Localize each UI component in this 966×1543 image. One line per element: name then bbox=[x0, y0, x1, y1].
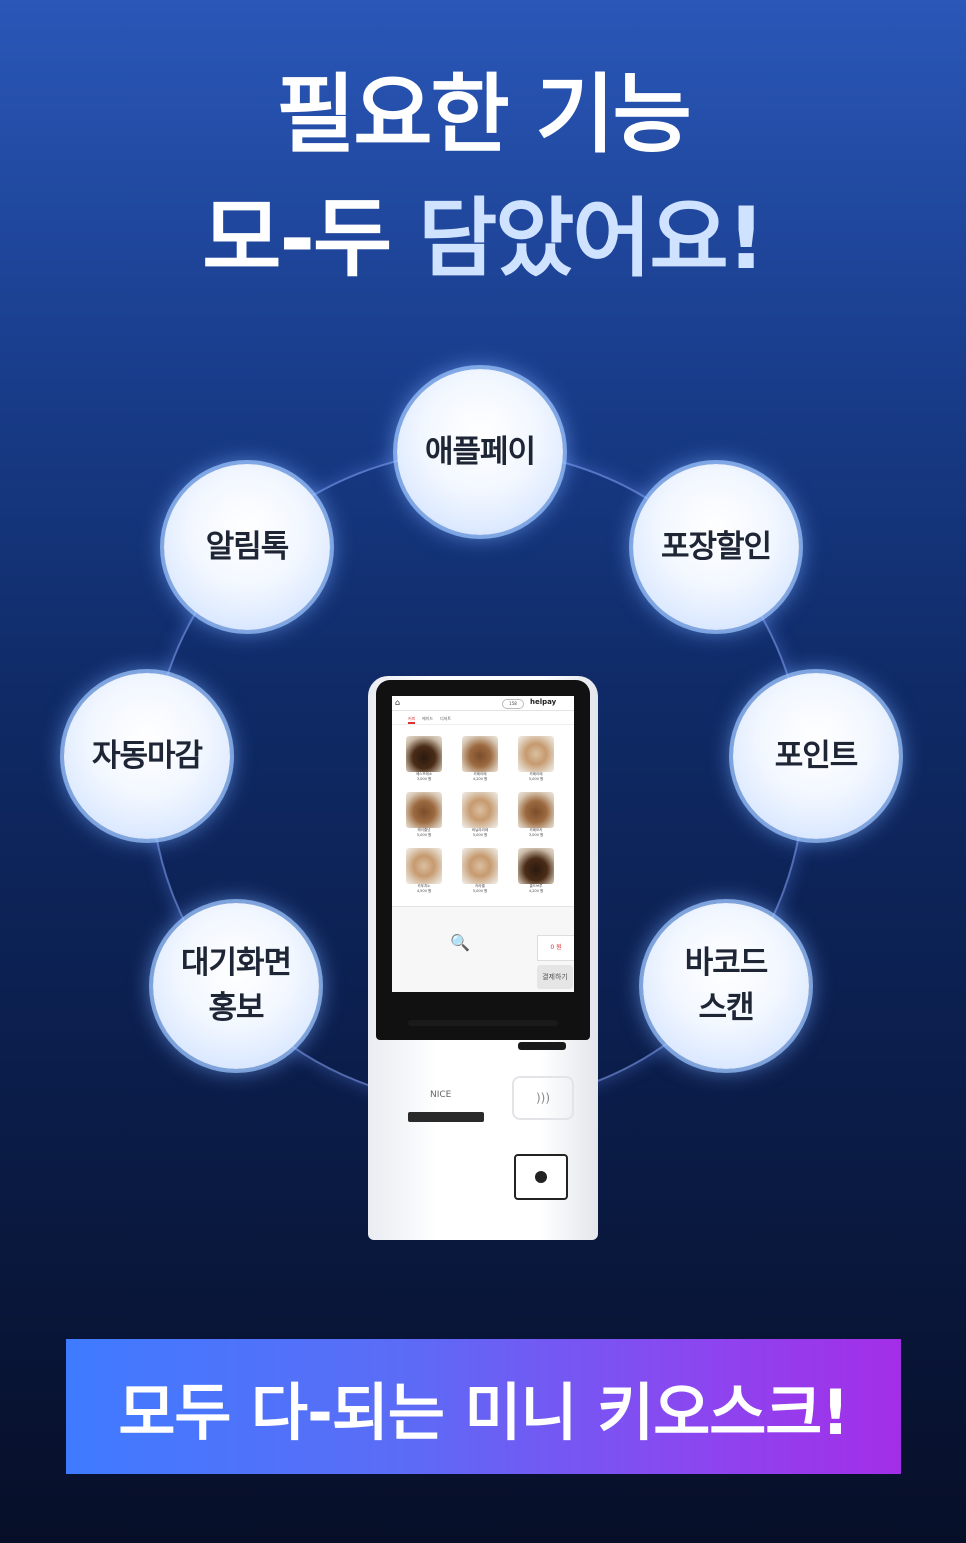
search-icon: 🔍 bbox=[450, 933, 470, 952]
home-icon: ⌂ bbox=[395, 698, 401, 707]
card-slot bbox=[408, 1020, 558, 1026]
tab-ade: 에이드 bbox=[422, 716, 434, 721]
menu-item-name: 콜드브루 bbox=[529, 884, 543, 888]
pay-button: 결제하기 bbox=[537, 965, 573, 989]
menu-item-name: 에스프레소 bbox=[415, 772, 433, 776]
menu-item-price: 3,000 원 bbox=[528, 833, 544, 837]
menu-item-price: 4,200 원 bbox=[528, 889, 544, 893]
menu-item-name: 카페라떼 bbox=[529, 772, 543, 776]
headline-line-2-prefix: 모-두 bbox=[202, 189, 419, 289]
coffee-image bbox=[518, 792, 554, 828]
menu-item-name: 카페라떼 bbox=[473, 772, 487, 776]
feature-label: 자동마감 bbox=[91, 737, 203, 774]
feature-point: 포인트 bbox=[733, 673, 899, 839]
bottom-banner: 모두 다-되는 미니 키오스크! bbox=[66, 1339, 901, 1474]
feature-takeout-discount: 포장할인 bbox=[633, 464, 799, 630]
feature-label: 애플페이 bbox=[424, 433, 536, 470]
screen-topbar: ⌂ 158 helpay bbox=[392, 696, 574, 711]
cart-area: 🔍 0 원 결제하기 bbox=[392, 906, 574, 992]
nfc-reader-icon: ))) bbox=[512, 1076, 574, 1120]
feature-alimtalk: 알림톡 bbox=[164, 464, 330, 630]
feature-label: 대기화면 bbox=[180, 945, 292, 982]
feature-barcode-scan: 바코드 스캔 bbox=[643, 903, 809, 1069]
feature-label: 바코드 bbox=[684, 945, 769, 982]
menu-item-name: 바닐라라떼 bbox=[471, 828, 489, 832]
menu-item-price: 5,000 원 bbox=[472, 889, 488, 893]
headline-line-2: 모-두 담았어요! bbox=[0, 196, 966, 282]
coffee-image bbox=[462, 792, 498, 828]
menu-item-price: 4,500 원 bbox=[416, 889, 432, 893]
device-logo: NICE bbox=[430, 1090, 452, 1100]
menu-item-price: 5,000 원 bbox=[416, 833, 432, 837]
headline-line-2-accent: 담았어요! bbox=[418, 189, 766, 289]
feature-label: 알림톡 bbox=[205, 528, 290, 565]
coffee-image bbox=[518, 736, 554, 772]
tab-coffee: 커피 bbox=[408, 716, 416, 724]
menu-item-name: 카푸치노 bbox=[417, 884, 431, 888]
menu-item-name: 카페모카 bbox=[529, 828, 543, 832]
feature-label: 포장할인 bbox=[660, 528, 772, 565]
barcode-scanner bbox=[514, 1154, 568, 1200]
feature-label: 스캔 bbox=[698, 990, 754, 1026]
banner-text: 모두 다-되는 미니 키오스크! bbox=[118, 1375, 849, 1449]
coffee-image bbox=[406, 736, 442, 772]
timer-badge: 158 bbox=[502, 699, 524, 709]
tab-dessert: 디저트 bbox=[440, 716, 452, 721]
coffee-image bbox=[462, 848, 498, 884]
feature-label: 홍보 bbox=[208, 990, 264, 1026]
coffee-image bbox=[518, 848, 554, 884]
menu-item-name: 카라멜 bbox=[475, 884, 485, 888]
menu-item-price: 5,000 원 bbox=[472, 833, 488, 837]
feature-apple-pay: 애플페이 bbox=[397, 369, 563, 535]
card-slot-secondary bbox=[518, 1042, 566, 1050]
feature-auto-close: 자동마감 bbox=[64, 673, 230, 839]
coffee-image bbox=[462, 736, 498, 772]
menu-item-name: 헤이즐넛 bbox=[417, 828, 431, 832]
screen-tabs: 커피 에이드 디저트 bbox=[392, 714, 574, 725]
coffee-image bbox=[406, 792, 442, 828]
feature-label: 포인트 bbox=[774, 737, 859, 774]
coffee-image bbox=[406, 848, 442, 884]
brand-logo: helpay bbox=[530, 698, 557, 706]
scanner-lens bbox=[535, 1171, 547, 1183]
receipt-printer bbox=[408, 1112, 484, 1122]
feature-standby-promo: 대기화면 홍보 bbox=[153, 903, 319, 1069]
total-amount: 0 원 bbox=[537, 935, 574, 961]
menu-item-price: 3,000 원 bbox=[416, 777, 432, 781]
headline-line-1: 필요한 기능 bbox=[276, 65, 692, 165]
menu-item-price: 4,200 원 bbox=[472, 777, 488, 781]
menu-item-price: 5,000 원 bbox=[528, 777, 544, 781]
